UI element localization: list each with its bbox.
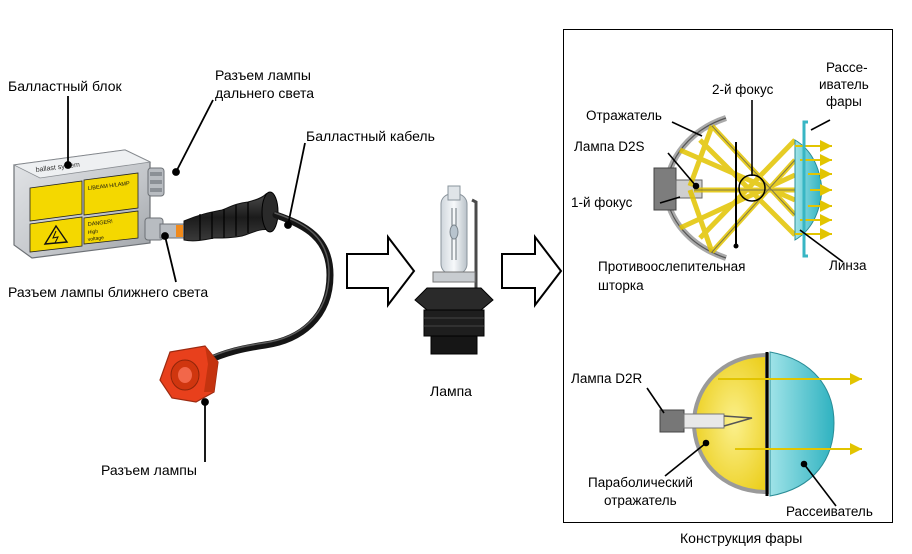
label-high-beam-connector-line1: Разъем лампы <box>215 67 311 83</box>
label-shield-line1: Противоослепительная <box>598 259 746 274</box>
label-lamp-d2s: Лампа D2S <box>574 139 645 154</box>
label-reflector: Отражатель <box>586 108 662 123</box>
label-diffuser-line2: иватель <box>819 77 869 92</box>
label-low-beam-connector: Разъем лампы ближнего света <box>8 284 209 300</box>
label-lens: Линза <box>829 258 867 273</box>
ballast-beam-text: L/BEAM H/LAMP <box>88 181 131 192</box>
bottom-panel-leader-lines <box>646 387 837 507</box>
headlight-construction-panel <box>563 29 893 523</box>
label-focus-2: 2-й фокус <box>712 82 774 97</box>
ballast-danger-text: DANGER! <box>88 219 114 228</box>
label-lamp-connector: Разъем лампы <box>101 462 197 478</box>
red-lamp-connector <box>159 345 219 403</box>
ballast-voltage-text: voltage <box>88 235 105 243</box>
label-lamp: Лампа <box>430 383 472 399</box>
d2-lamp-bulb <box>414 185 494 355</box>
label-diffuser-line3: фары <box>826 94 862 109</box>
label-ballast-block: Балластный блок <box>8 78 122 94</box>
top-panel-leader-lines <box>659 100 844 263</box>
label-parabolic-line2: отражатель <box>604 493 677 508</box>
ballast-high-text: High <box>88 229 99 236</box>
panel-caption: Конструкция фары <box>680 530 803 546</box>
light-rays-output-top <box>795 140 832 240</box>
label-parabolic-line1: Параболический <box>588 475 693 490</box>
arrow-to-headlight <box>501 234 563 308</box>
label-ballast-cable: Балластный кабель <box>306 128 435 144</box>
label-high-beam-connector-line2: дальнего света <box>215 85 315 101</box>
label-shield-line2: шторка <box>598 278 644 293</box>
ballast-cable-assembly <box>159 191 334 366</box>
label-diffuser-line1: Рассе- <box>826 60 868 75</box>
arrow-to-lamp <box>346 234 416 308</box>
left-leader-lines <box>64 96 306 462</box>
light-rays-output-bottom <box>718 373 862 455</box>
label-bottom-diffuser: Рассеиватель <box>786 504 873 519</box>
label-lamp-d2r: Лампа D2R <box>571 371 643 386</box>
parabolic-headlight-scheme <box>659 351 862 497</box>
label-focus-1: 1-й фокус <box>571 195 633 210</box>
ballast-block <box>12 149 165 259</box>
